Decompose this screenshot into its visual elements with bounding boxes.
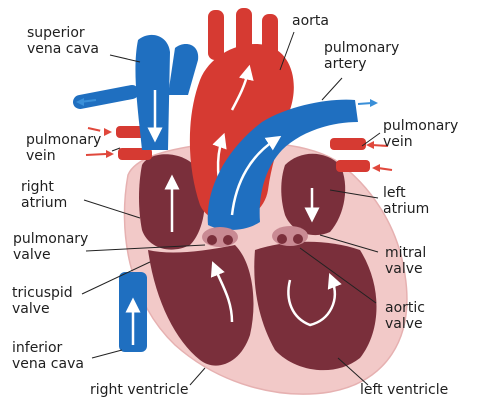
pulmonary-artery-flow-arrow	[230, 135, 282, 216]
label-pulmonary-vein-left: pulmonary vein	[26, 132, 106, 164]
labels: superior vena cava aorta pulmonary arter…	[12, 13, 463, 398]
label-superior-vena-cava: superior vena cava	[27, 25, 99, 57]
label-mitral-valve: mitral valve	[385, 245, 431, 277]
pulmonary-veins-left	[85, 124, 152, 160]
svc-branch	[168, 44, 199, 95]
label-aorta: aorta	[292, 13, 329, 29]
label-pulmonary-artery: pulmonary artery	[324, 40, 404, 72]
leader-lines	[81, 31, 381, 386]
pulmonary-valve-shape	[202, 227, 238, 247]
aorta-vessel	[189, 44, 294, 223]
label-right-ventricle: right ventricle	[90, 382, 188, 398]
aorta-branch-3	[262, 14, 278, 58]
right-ventricle-flow-arrow	[210, 261, 234, 323]
pulmonary-artery-vessel	[207, 99, 358, 230]
left-out-arrow	[76, 98, 84, 106]
left-ventricle-chamber	[254, 241, 377, 371]
aorta-branch-1	[208, 10, 224, 60]
right-ventricle-chamber	[148, 245, 254, 366]
pulmonary-veins-right	[330, 138, 393, 172]
aorta-branch-2	[236, 8, 252, 54]
aorta-flow-arrow	[230, 64, 254, 111]
label-left-ventricle: left ventricle	[360, 382, 448, 398]
label-right-atrium: right atrium	[21, 179, 67, 211]
right-out-arrow	[370, 99, 378, 107]
label-pulmonary-valve: pulmonary valve	[13, 231, 93, 263]
aortic-valve-shape	[272, 226, 308, 246]
left-ventricle-flow-arrow	[287, 273, 342, 327]
label-aortic-valve: aortic valve	[385, 300, 429, 332]
label-left-atrium: left atrium	[383, 185, 429, 217]
superior-vena-cava-vessel	[135, 34, 170, 150]
label-inferior-vena-cava: inferior vena cava	[12, 340, 84, 372]
label-tricuspid-valve: tricuspid valve	[12, 285, 77, 317]
label-pulmonary-vein-right: pulmonary vein	[383, 118, 463, 150]
